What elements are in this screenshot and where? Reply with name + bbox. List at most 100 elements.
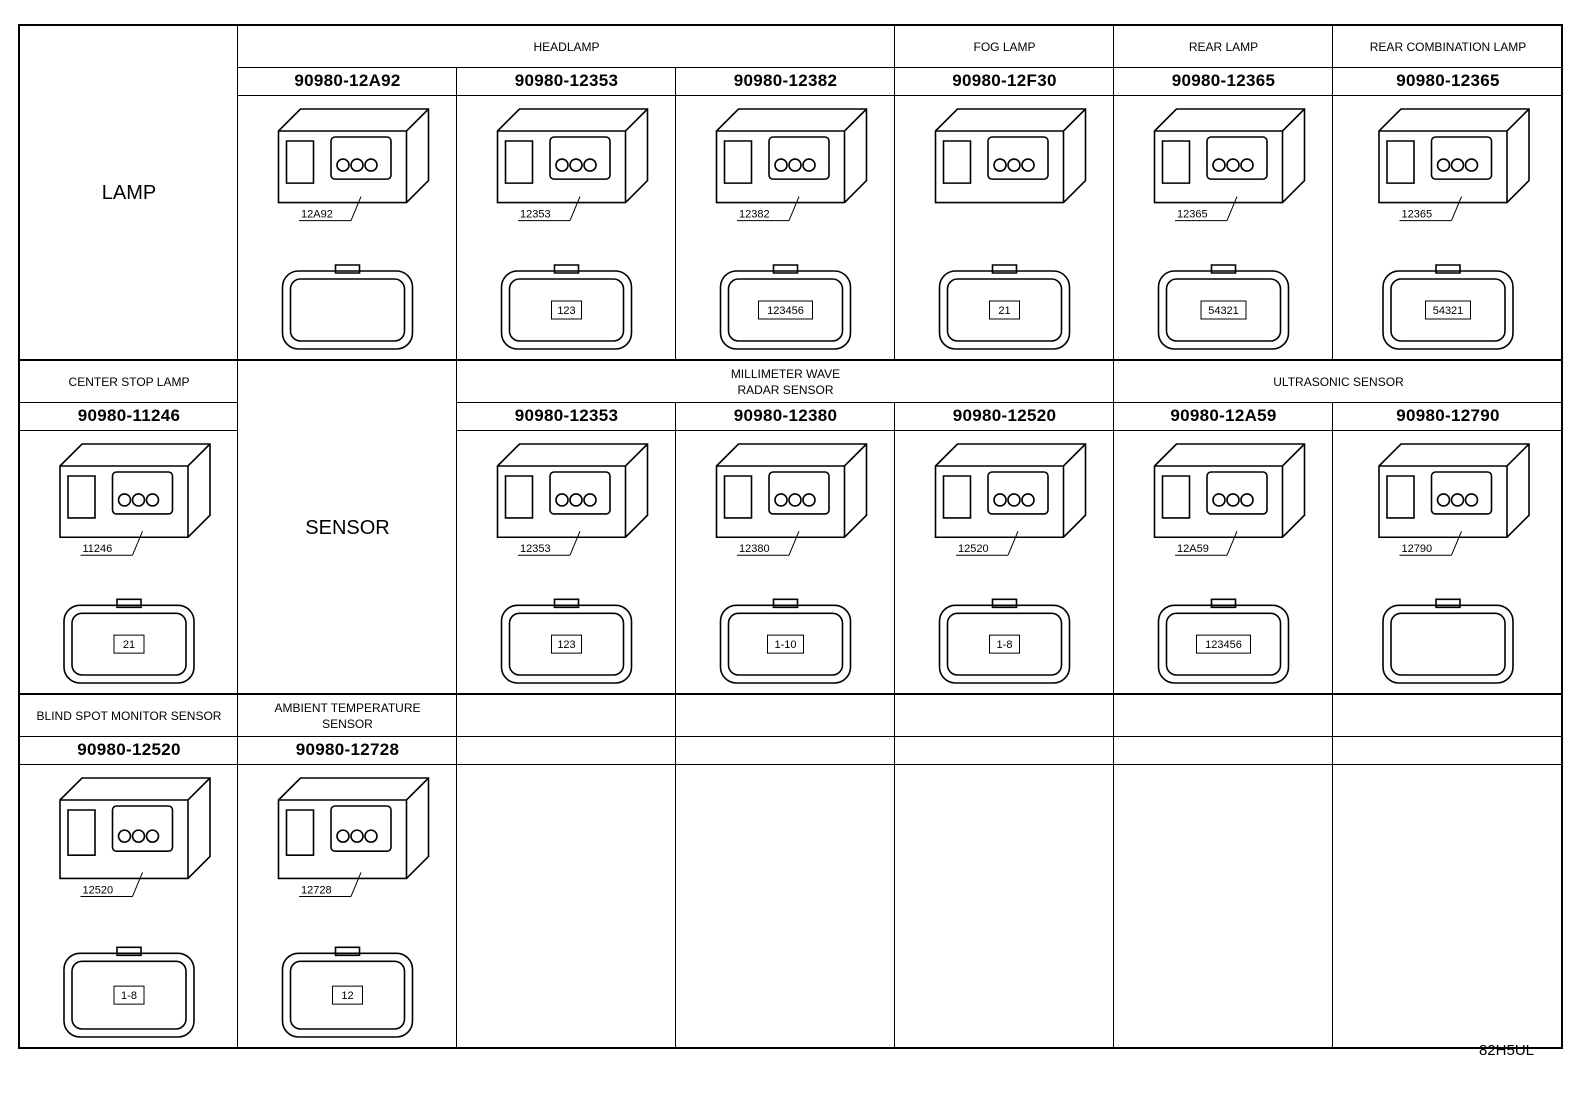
terminal-hole [584, 159, 596, 171]
housing-edge [717, 444, 867, 537]
group-header: HEADLAMP [533, 39, 600, 54]
callout-label: 12380 [739, 543, 770, 555]
part-number: 90980-12520 [952, 406, 1057, 425]
face-lock [555, 265, 579, 273]
callout-label: 12353 [520, 543, 551, 555]
part-number: 90980-12520 [77, 740, 181, 759]
face-lock [993, 265, 1017, 273]
pin-frame [759, 301, 813, 319]
latch [68, 476, 95, 518]
callout-label: 12A92 [301, 209, 333, 221]
face-outline [940, 605, 1070, 683]
callout-leader [789, 197, 799, 221]
latch [287, 810, 314, 855]
connector-grid: LAMP SENSOR HEADLAMP FOG LAMP REAR LAMP REAR … [18, 24, 1563, 1049]
face-outline [1383, 271, 1513, 349]
terminal-hole [147, 830, 159, 842]
housing-outline [717, 444, 867, 537]
face-inner [72, 961, 186, 1029]
terminal-hole [1438, 494, 1450, 506]
grid-line [457, 402, 1563, 403]
pin-numbers: 123 [557, 639, 575, 651]
callout-label: 12382 [739, 209, 770, 221]
latch [1163, 476, 1190, 518]
face-lock [336, 947, 360, 955]
terminal-hole [147, 494, 159, 506]
latch [725, 476, 752, 518]
terminal-hole [1466, 159, 1478, 171]
face-lock [993, 599, 1017, 607]
latch [944, 476, 971, 518]
grid-line [1113, 26, 1114, 361]
grid-line [1113, 361, 1114, 695]
callout-label: 12728 [301, 884, 332, 896]
face-lock [774, 265, 798, 273]
face-outline [64, 953, 194, 1037]
housing-face [113, 472, 173, 514]
terminal-hole [556, 494, 568, 506]
terminal-hole [803, 159, 815, 171]
face-inner [948, 613, 1062, 675]
housing-edge [717, 109, 867, 203]
pin-numbers: 123456 [767, 305, 804, 317]
housing-outline [936, 109, 1086, 203]
category-label-sensor: SENSOR [305, 516, 390, 539]
housing-face [1207, 472, 1267, 514]
callout-leader [570, 531, 580, 555]
terminal-hole [1227, 159, 1239, 171]
face-outline [721, 271, 851, 349]
face-outline [940, 271, 1070, 349]
grid-line [20, 430, 238, 431]
face-outline [502, 605, 632, 683]
housing-edge [936, 444, 1086, 537]
group-header: FOG LAMP [973, 39, 1036, 54]
housing-outline [279, 109, 429, 203]
terminal-hole [584, 494, 596, 506]
group-header: REAR COMBINATION LAMP [1369, 39, 1527, 54]
face-inner [72, 613, 186, 675]
group-header: REAR LAMP [1188, 39, 1259, 54]
grid-line [894, 695, 895, 1049]
housing-edge [60, 444, 210, 537]
face-lock [117, 599, 141, 607]
terminal-hole [351, 830, 363, 842]
callout-leader [133, 872, 143, 896]
grid-line [675, 402, 676, 695]
callout-label: 12A59 [1177, 543, 1209, 555]
face-lock [555, 599, 579, 607]
pin-frame [552, 301, 582, 319]
terminal-hole [1241, 159, 1253, 171]
housing-outline [1155, 444, 1305, 537]
grid-line [20, 693, 1563, 695]
face-lock [1436, 265, 1460, 273]
terminal-hole [789, 159, 801, 171]
terminal-hole [775, 159, 787, 171]
pin-frame [114, 635, 144, 653]
pin-frame [552, 635, 582, 653]
pin-numbers: 123456 [1205, 639, 1242, 651]
category-label-lamp: LAMP [101, 182, 157, 204]
connector-illustration: 12A92 [238, 97, 457, 357]
group-header: BLIND SPOT MONITOR SENSOR [36, 708, 222, 723]
terminal-hole [133, 494, 145, 506]
callout-label: 12790 [1402, 543, 1433, 555]
grid-line [1332, 26, 1333, 361]
latch [506, 476, 533, 518]
latch [944, 141, 971, 183]
latch [1163, 141, 1190, 183]
grid-line [456, 67, 457, 361]
face-lock [1436, 599, 1460, 607]
housing-edge [1379, 444, 1529, 537]
grid-line [1332, 402, 1333, 695]
housing-face [550, 137, 610, 179]
housing-face [1207, 137, 1267, 179]
face-outline [283, 271, 413, 349]
group-header: AMBIENT TEMPERATURE SENSOR [274, 700, 421, 731]
callout-leader [789, 531, 799, 555]
terminal-hole [1438, 159, 1450, 171]
terminal-hole [337, 830, 349, 842]
housing-outline [60, 444, 210, 537]
